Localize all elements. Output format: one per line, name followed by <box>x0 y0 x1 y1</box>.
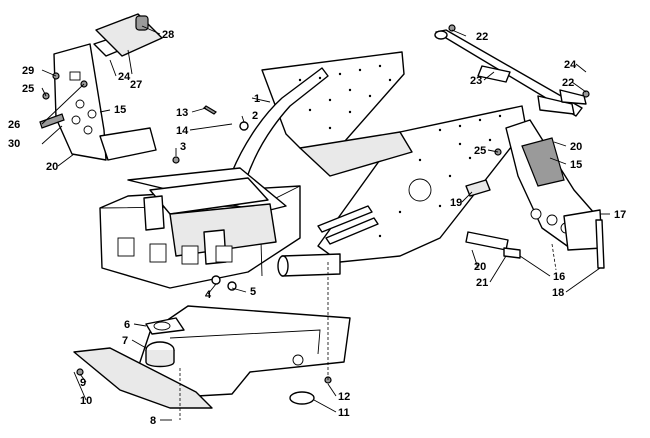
callout-6: 6 <box>124 319 130 331</box>
callout-20-lower: 20 <box>474 261 486 273</box>
right-footrest-assembly <box>465 119 605 269</box>
callout-20-right: 20 <box>570 141 582 153</box>
callout-1: 1 <box>254 93 260 105</box>
callout-26: 26 <box>8 119 20 131</box>
callout-21: 21 <box>476 277 488 289</box>
frame-rivets <box>298 64 502 238</box>
callout-24-right: 24 <box>564 59 577 71</box>
callout-24-left: 24 <box>118 71 131 83</box>
callout-9: 9 <box>80 377 86 389</box>
callout-30: 30 <box>8 138 20 150</box>
callout-3: 3 <box>180 141 186 153</box>
callout-12: 12 <box>338 391 350 403</box>
steering-post <box>434 29 587 117</box>
callout-28: 28 <box>162 29 174 41</box>
callout-19: 19 <box>450 197 462 209</box>
callout-11: 11 <box>338 407 350 419</box>
callout-18: 18 <box>552 287 564 299</box>
belly-pan <box>73 305 351 409</box>
callout-22-top: 22 <box>476 31 488 43</box>
callout-25-right: 25 <box>474 145 486 157</box>
callout-4: 4 <box>205 289 212 301</box>
callout-8: 8 <box>150 415 156 427</box>
callout-10: 10 <box>80 395 92 407</box>
callout-15-left: 15 <box>114 104 126 116</box>
callout-25-left: 25 <box>22 83 34 95</box>
callout-15-right: 15 <box>570 159 582 171</box>
callout-5: 5 <box>250 286 256 298</box>
callout-13: 13 <box>176 107 188 119</box>
left-footrest-assembly <box>39 13 163 161</box>
callout-2: 2 <box>252 110 258 122</box>
callout-14: 14 <box>176 125 189 137</box>
callout-17: 17 <box>614 209 626 221</box>
callout-7: 7 <box>122 335 128 347</box>
callout-16: 16 <box>553 271 565 283</box>
leader-lines <box>41 25 610 421</box>
callout-22-right: 22 <box>562 77 574 89</box>
callout-23: 23 <box>470 75 482 87</box>
callout-27: 27 <box>130 79 142 91</box>
callout-29: 29 <box>22 65 34 77</box>
main-chassis-frame <box>99 51 527 289</box>
callout-20-left: 20 <box>46 161 58 173</box>
callout-numbers: 1 2 3 4 5 6 7 8 9 10 11 12 13 14 15 15 1… <box>8 29 626 427</box>
